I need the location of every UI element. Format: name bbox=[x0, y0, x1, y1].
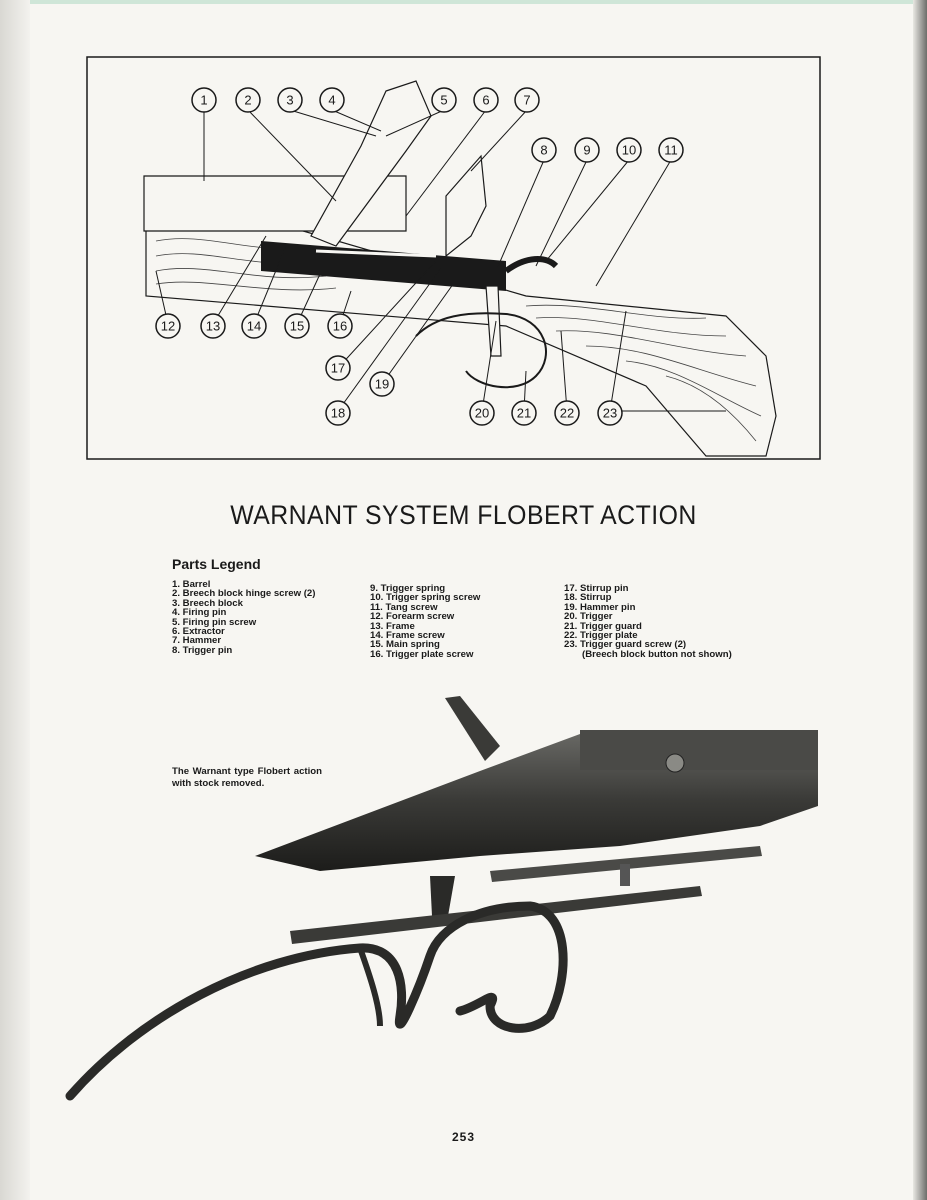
callout-1: 1 bbox=[191, 87, 217, 113]
callout-lines bbox=[155, 109, 726, 412]
svg-text:22: 22 bbox=[560, 406, 574, 421]
callout-13: 13 bbox=[200, 313, 226, 339]
callout-markers: 1 2 3 4 5 6 7 8 9 10 11 12 13 14 15 16 1… bbox=[155, 87, 684, 426]
svg-text:12: 12 bbox=[161, 319, 175, 334]
frame-shape bbox=[261, 241, 506, 291]
legend-item: 6. Extractor bbox=[172, 626, 225, 638]
exploded-diagram: 1 2 3 4 5 6 7 8 9 10 11 12 13 14 15 16 1… bbox=[86, 56, 821, 460]
legend-item: 20. Trigger bbox=[564, 611, 613, 623]
trigger-photo bbox=[430, 876, 455, 916]
callout-18: 18 bbox=[325, 400, 351, 426]
legend-item: 10. Trigger spring screw bbox=[370, 592, 481, 604]
svg-text:9: 9 bbox=[583, 143, 590, 158]
page-title: WARNANT SYSTEM FLOBERT ACTION bbox=[230, 500, 697, 530]
legend-item: 9. Trigger spring bbox=[370, 583, 446, 594]
svg-text:7: 7 bbox=[523, 93, 530, 108]
callout-4: 4 bbox=[319, 87, 345, 113]
svg-text:3: 3 bbox=[286, 93, 293, 108]
legend-item: 13. Frame bbox=[370, 620, 415, 632]
legend-column-2: 9. Trigger spring 10. Trigger spring scr… bbox=[370, 583, 481, 660]
tang-strap-photo bbox=[290, 886, 702, 944]
svg-text:5: 5 bbox=[440, 93, 447, 108]
svg-text:6: 6 bbox=[482, 93, 489, 108]
legend-item: 7. Hammer bbox=[172, 635, 222, 647]
legend-item: 4. Firing pin bbox=[172, 607, 227, 619]
callout-3: 3 bbox=[277, 87, 303, 113]
guard-screw-photo bbox=[620, 864, 630, 886]
legend-column-1: 1. Barrel 2. Breech block hinge screw (2… bbox=[172, 579, 316, 656]
svg-text:17: 17 bbox=[331, 361, 345, 376]
callout-6: 6 bbox=[473, 87, 499, 113]
svg-text:8: 8 bbox=[540, 143, 547, 158]
legend-item: 2. Breech block hinge screw (2) bbox=[172, 588, 316, 600]
breech-screw-photo bbox=[665, 753, 685, 773]
callout-7: 7 bbox=[514, 87, 540, 113]
legend-item: 23. Trigger guard screw (2) bbox=[564, 639, 687, 651]
callout-19: 19 bbox=[369, 371, 395, 397]
svg-text:2: 2 bbox=[244, 93, 251, 108]
callout-14: 14 bbox=[241, 313, 267, 339]
callout-11: 11 bbox=[658, 137, 684, 163]
legend-item: 14. Frame screw bbox=[370, 630, 445, 642]
svg-text:16: 16 bbox=[333, 319, 347, 334]
svg-text:1: 1 bbox=[200, 93, 207, 108]
photo-caption: The Warnant type Flobert action with sto… bbox=[172, 766, 322, 789]
svg-text:11: 11 bbox=[664, 143, 678, 158]
legend-item: 8. Trigger pin bbox=[172, 644, 233, 656]
trigger-guard-photo bbox=[65, 901, 568, 1101]
hammer-shape bbox=[445, 154, 487, 258]
callout-2: 2 bbox=[235, 87, 261, 113]
legend-item: (Breech block button not shown) bbox=[582, 648, 732, 660]
trigger-shape bbox=[485, 285, 502, 357]
page-top-edge bbox=[0, 0, 927, 4]
legend-item: 22. Trigger plate bbox=[564, 630, 638, 642]
callout-15: 15 bbox=[284, 313, 310, 339]
callout-10: 10 bbox=[616, 137, 642, 163]
legend-column-3: 17. Stirrup pin 18. Stirrup 19. Hammer p… bbox=[564, 583, 732, 660]
svg-text:15: 15 bbox=[290, 319, 304, 334]
svg-text:13: 13 bbox=[206, 319, 220, 334]
svg-text:21: 21 bbox=[517, 406, 531, 421]
barrel-photo bbox=[580, 730, 818, 770]
trigger-guard-shape bbox=[415, 312, 547, 389]
callout-23: 23 bbox=[597, 400, 623, 426]
page-number: 253 bbox=[451, 1130, 476, 1144]
legend-item: 21. Trigger guard bbox=[564, 620, 642, 632]
legend-item: 15. Main spring bbox=[370, 639, 440, 651]
callout-21: 21 bbox=[511, 400, 537, 426]
hammer-photo bbox=[445, 696, 500, 761]
callout-12: 12 bbox=[155, 313, 181, 339]
breech-block-shape bbox=[310, 80, 432, 247]
page-gutter-shadow bbox=[0, 0, 30, 1200]
legend-item: 16. Trigger plate screw bbox=[370, 648, 474, 660]
svg-text:18: 18 bbox=[331, 406, 345, 421]
callout-9: 9 bbox=[574, 137, 600, 163]
legend-item: 1. Barrel bbox=[172, 579, 211, 590]
legend-item: 11. Tang screw bbox=[370, 601, 438, 613]
diagram-frame bbox=[86, 56, 821, 460]
callout-20: 20 bbox=[469, 400, 495, 426]
page-right-edge-shadow bbox=[913, 0, 927, 1200]
trigger-spring-shape bbox=[504, 256, 559, 274]
svg-text:10: 10 bbox=[622, 143, 636, 158]
svg-text:23: 23 bbox=[603, 406, 617, 421]
legend-item: 17. Stirrup pin bbox=[564, 583, 629, 594]
svg-text:4: 4 bbox=[328, 93, 335, 108]
callout-22: 22 bbox=[554, 400, 580, 426]
svg-text:14: 14 bbox=[247, 319, 261, 334]
legend-item: 18. Stirrup bbox=[564, 592, 612, 604]
callout-17: 17 bbox=[325, 355, 351, 381]
svg-text:20: 20 bbox=[475, 406, 489, 421]
action-photograph bbox=[60, 686, 830, 1106]
callout-16: 16 bbox=[327, 313, 353, 339]
legend-item: 5. Firing pin screw bbox=[172, 616, 257, 628]
legend-item: 12. Forearm screw bbox=[370, 611, 455, 623]
legend-item: 3. Breech block bbox=[172, 597, 243, 609]
legend-heading: Parts Legend bbox=[172, 556, 261, 572]
legend-item: 19. Hammer pin bbox=[564, 601, 636, 613]
callout-5: 5 bbox=[431, 87, 457, 113]
svg-text:19: 19 bbox=[375, 377, 389, 392]
callout-8: 8 bbox=[531, 137, 557, 163]
